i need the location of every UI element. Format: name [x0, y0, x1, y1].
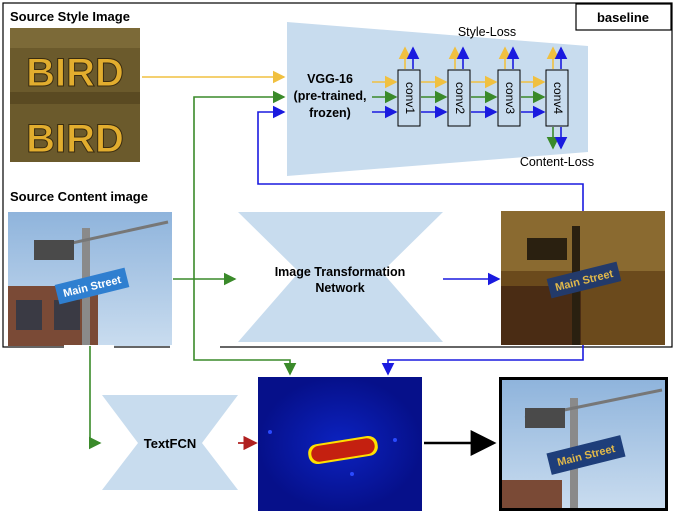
source-content-title: Source Content image	[10, 189, 148, 204]
vgg-label-line2: (pre-trained,	[294, 89, 367, 103]
style-word-bottom: BIRD	[26, 117, 124, 161]
style-word-top: BIRD	[26, 51, 124, 95]
content-loss-arrows	[546, 127, 568, 150]
baseline-tag-box	[575, 3, 672, 31]
stylized-output-image: Main Street	[501, 211, 665, 345]
vgg-label-line3: frozen)	[309, 106, 351, 120]
frame-gap-left	[64, 345, 114, 349]
content-image: Main Street	[8, 212, 172, 346]
conv3-label: conv3	[503, 82, 517, 114]
textfcn-label: TextFCN	[144, 436, 196, 451]
transform-label-line2: Network	[315, 281, 364, 295]
frame-gap-middle	[170, 345, 220, 349]
content-to-textfcn-arrow	[88, 346, 102, 450]
transform-network-block	[238, 212, 443, 342]
style-loss-label: Style-Loss	[458, 25, 516, 39]
conv4-box: conv4	[545, 69, 569, 127]
output-to-heatmap-arrow	[381, 345, 584, 376]
conv-flow-arrows	[372, 75, 546, 119]
vgg-label-line1: VGG-16	[307, 72, 353, 86]
conv2-label: conv2	[453, 82, 467, 114]
style-image: BIRD BIRD	[10, 28, 140, 162]
conv3-box: conv3	[497, 69, 521, 127]
source-style-title: Source Style Image	[10, 9, 130, 24]
conv4-label: conv4	[551, 82, 565, 114]
transform-label-line1: Image Transformation	[275, 265, 406, 279]
content-to-heatmap-arrow	[193, 279, 297, 376]
final-result-image: Main Street	[499, 377, 668, 511]
conv2-box: conv2	[447, 69, 471, 127]
content-to-vgg-arrow	[193, 90, 286, 279]
conv1-box: conv1	[397, 69, 421, 127]
baseline-frame	[2, 2, 673, 348]
textfcn-block	[102, 395, 238, 490]
output-to-vgg-arrow	[257, 105, 584, 211]
style-loss-arrows	[398, 46, 568, 69]
baseline-label: baseline	[597, 10, 649, 25]
conv1-label: conv1	[403, 82, 417, 114]
content-loss-label: Content-Loss	[520, 155, 594, 169]
text-heatmap	[258, 377, 422, 511]
